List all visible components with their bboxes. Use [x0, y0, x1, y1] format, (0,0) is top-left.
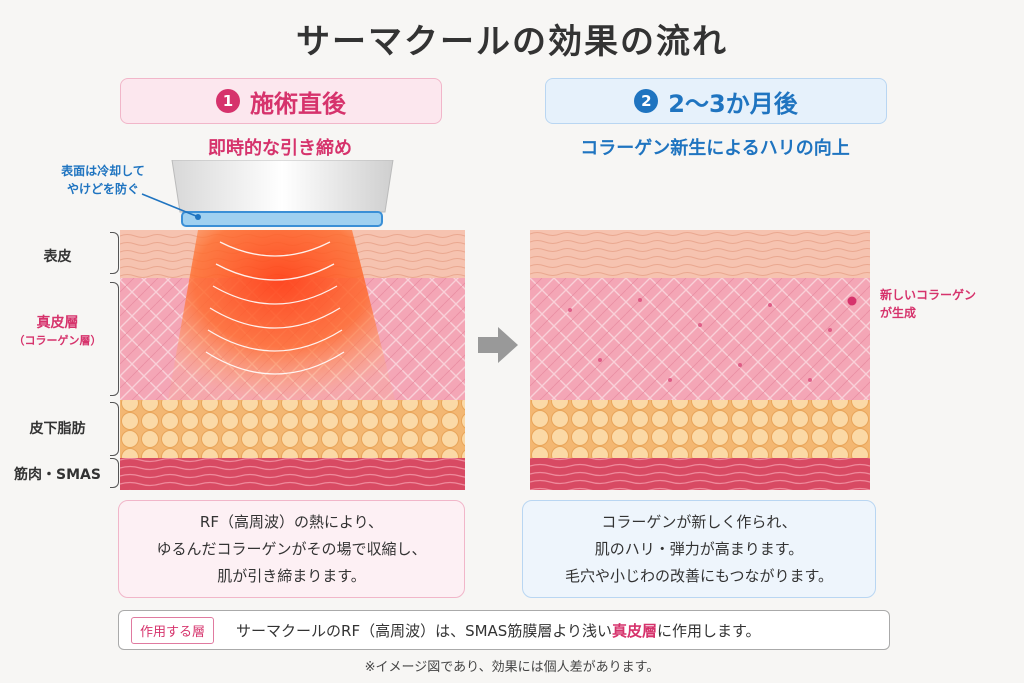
new-collagen-line-2: が生成	[880, 306, 917, 320]
heat-zone	[168, 230, 395, 400]
dermis-layer-right	[530, 278, 870, 400]
phase-2-desc-line-3: 毛穴や小じわの改善にもつながります。	[565, 566, 833, 585]
phase-2-heading-text: 2〜3か月後	[668, 89, 798, 118]
muscle-layer	[120, 458, 465, 490]
phase-1-number: 1	[216, 89, 240, 113]
phase-2-desc-line-2: 肌のハリ・弾力が高まります。	[594, 539, 804, 558]
phase-2-heading: 2 2〜3か月後	[545, 78, 887, 124]
phase-1-desc-line-2: ゆるんだコラーゲンがその場で収縮し、	[156, 539, 427, 558]
phase-2-number: 2	[634, 89, 659, 113]
muscle-layer-right	[530, 458, 870, 490]
cooling-note-line-1: 表面は冷却して	[61, 164, 145, 178]
cooling-note-line-2: やけどを防ぐ	[66, 182, 139, 196]
page-title: サーマクールの効果の流れ	[296, 22, 728, 62]
arrow-right-icon	[478, 327, 518, 363]
phase-1-desc-line-3: 肌が引き締まります。	[217, 566, 366, 585]
bracket-dermis	[110, 282, 119, 396]
phase-2-desc-line-1: コラーゲンが新しく作られ、	[601, 512, 797, 531]
fat-layer-right	[530, 400, 870, 458]
collagen-dot-icon	[847, 296, 857, 306]
phase-2-description: コラーゲンが新しく作られ、 肌のハリ・弾力が高まります。 毛穴や小じわの改善にも…	[522, 500, 876, 598]
label-dermis-sub: （コラーゲン層）	[13, 334, 102, 347]
phase-1-heading: 1 施術直後	[120, 78, 442, 124]
target-layer-highlight: 真皮層	[612, 621, 658, 640]
target-layer-text-after: に作用します。	[657, 621, 761, 640]
phase-1-description: RF（高周波）の熱により、 ゆるんだコラーゲンがその場で収縮し、 肌が引き締まり…	[118, 500, 465, 598]
skin-diagram-later	[530, 230, 870, 490]
cooling-note: 表面は冷却して やけどを防ぐ	[38, 162, 168, 198]
bracket-muscle	[110, 458, 119, 488]
phase-1-subheading: 即時的な引き締め	[208, 138, 352, 159]
label-epidermis: 表皮	[43, 249, 72, 265]
target-layer-text-before: サーマクールのRF（高周波）は、SMAS筋膜層より浅い	[236, 621, 613, 640]
target-layer-text: サーマクールのRF（高周波）は、SMAS筋膜層より浅い真皮層に作用します。	[236, 620, 761, 641]
label-dermis: 真皮層	[36, 315, 79, 331]
epidermis-layer-right	[530, 230, 870, 278]
footnote: ※イメージ図であり、効果には個人差があります。	[364, 660, 660, 675]
target-layer-tag: 作用する層	[131, 616, 215, 644]
phase-1-desc-line-1: RF（高周波）の熱により、	[199, 512, 384, 531]
fat-layer	[120, 400, 465, 458]
rf-device-icon	[171, 160, 394, 227]
phase-2-subheading: コラーゲン新生によるハリの向上	[580, 138, 850, 159]
label-subcutaneous: 皮下脂肪	[29, 421, 86, 437]
target-layer-bar: 作用する層 サーマクールのRF（高周波）は、SMAS筋膜層より浅い真皮層に作用し…	[118, 610, 890, 650]
label-muscle: 筋肉・SMAS	[14, 467, 101, 483]
cooling-pointer	[141, 193, 201, 220]
bracket-epidermis	[110, 232, 119, 274]
bracket-fat	[110, 402, 119, 456]
skin-diagram-immediate	[120, 160, 465, 490]
new-collagen-note: 新しいコラーゲン が生成	[880, 286, 1015, 322]
phase-1-heading-text: 施術直後	[250, 89, 346, 118]
new-collagen-line-1: 新しいコラーゲン	[880, 288, 977, 302]
new-collagen-dots	[568, 298, 832, 382]
heat-waves	[205, 241, 345, 375]
